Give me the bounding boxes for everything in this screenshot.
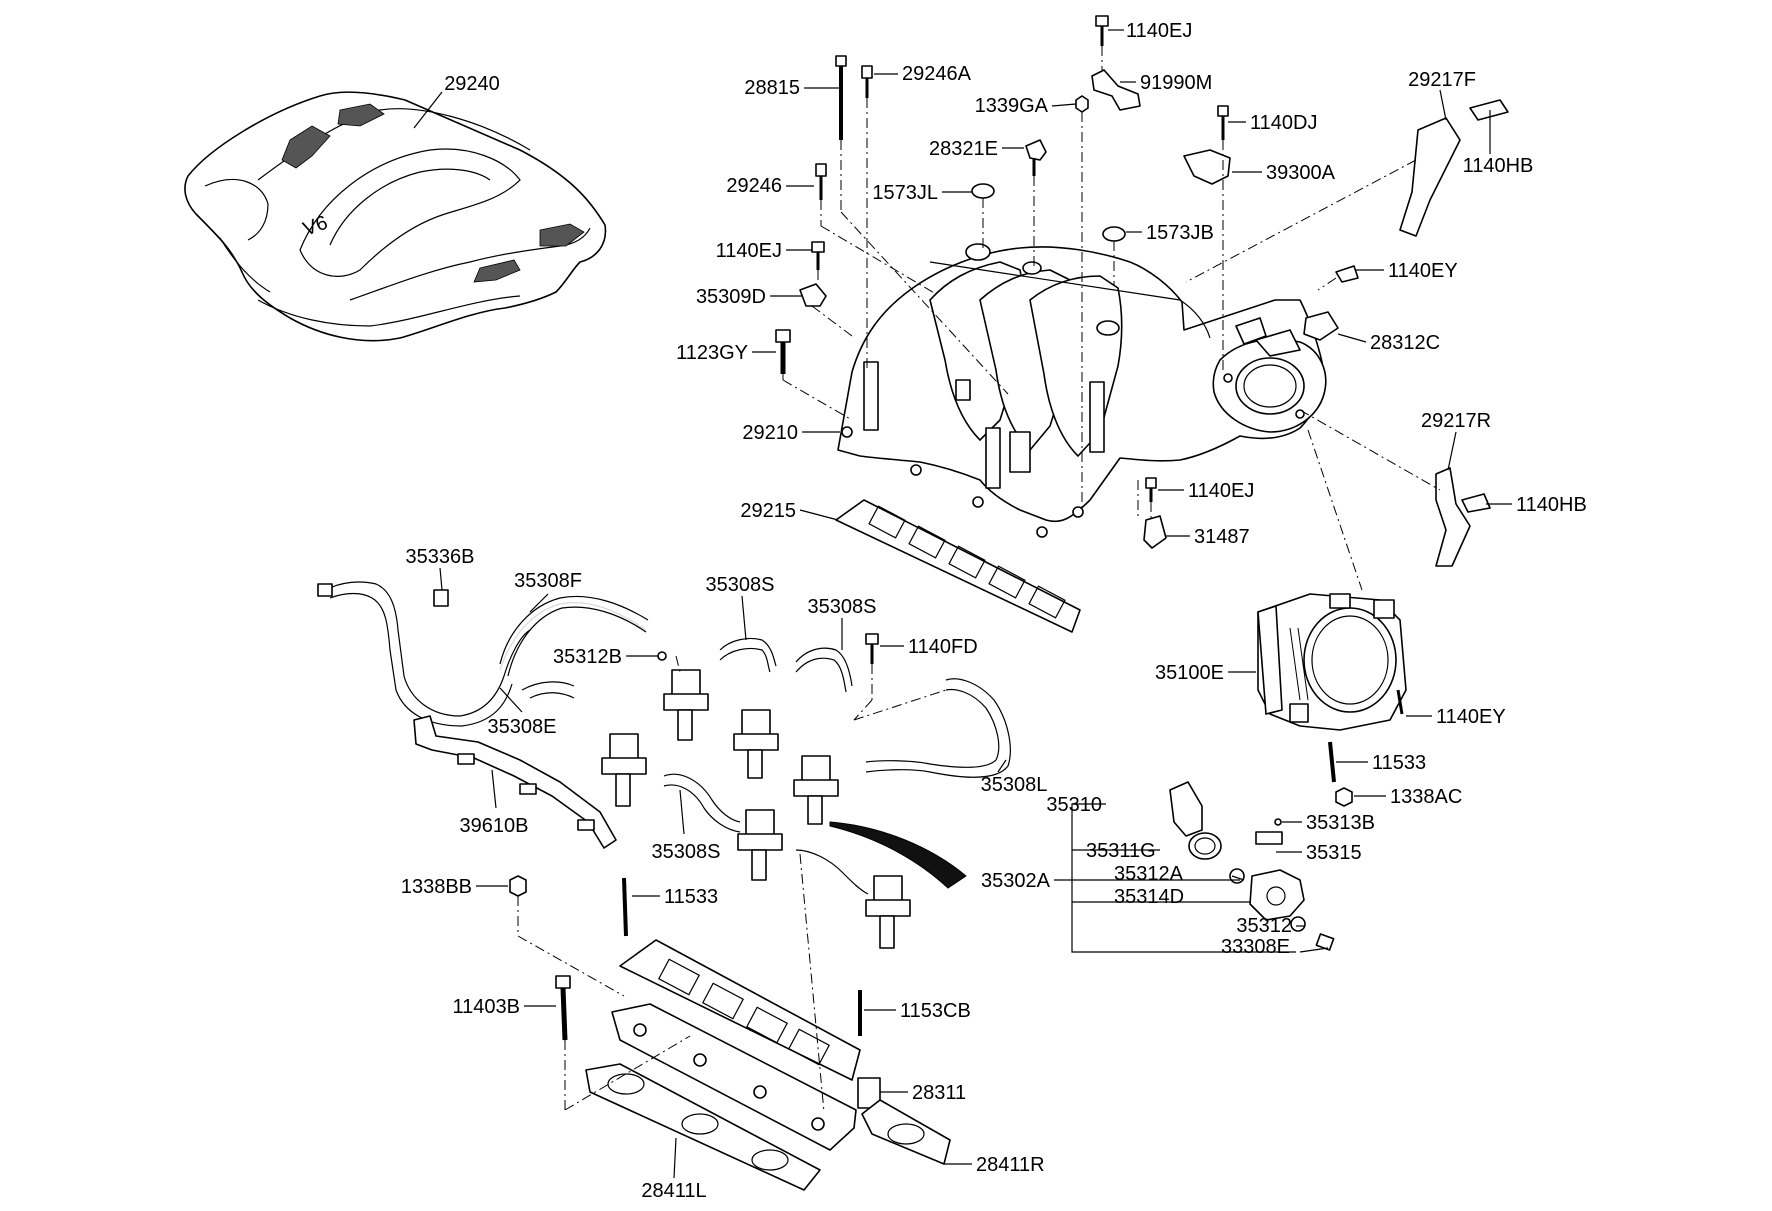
label-35308S-a: 35308S (706, 574, 775, 596)
injector-1 (663, 669, 709, 741)
label-1153CB: 1153CB (900, 1000, 971, 1022)
label-1140DJ: 1140DJ (1250, 112, 1317, 134)
label-35100E: 35100E (1155, 662, 1224, 684)
label-35302A: 35302A (981, 870, 1051, 892)
label-35310: 35310 (1046, 794, 1102, 816)
label-35314D: 35314D (1114, 886, 1184, 908)
label-31487: 31487 (1194, 526, 1250, 548)
label-29210: 29210 (742, 422, 798, 444)
label-28311: 28311 (912, 1082, 966, 1104)
label-1573JL: 1573JL (872, 182, 938, 204)
label-1140EJ-mid: 1140EJ (716, 240, 782, 262)
assembly-centerlines (517, 46, 1441, 1113)
label-1140EJ-top: 1140EJ (1126, 20, 1192, 42)
manifold-gasket-29215 (835, 499, 1081, 633)
throttle-body-35100E (1257, 593, 1407, 807)
label-1123GY: 1123GY (676, 342, 748, 364)
label-35308S-b: 35308S (808, 596, 877, 618)
label-35308L: 35308L (981, 774, 1048, 796)
engine-cover-29240: V6 (184, 91, 607, 342)
label-11403B: 11403B (453, 996, 520, 1018)
label-33308E: 33308E (1221, 936, 1290, 958)
label-35311G: 35311G (1086, 840, 1156, 862)
injector-3 (601, 733, 647, 807)
injector-6 (865, 875, 911, 949)
label-1140EY-low: 1140EY (1436, 706, 1506, 728)
label-39610B: 39610B (460, 815, 529, 837)
label-39300A: 39300A (1266, 162, 1336, 184)
label-35312B: 35312B (553, 646, 622, 668)
injector-5 (737, 809, 783, 881)
label-28815: 28815 (744, 77, 800, 99)
label-29246A: 29246A (902, 63, 972, 85)
label-1338BB: 1338BB (401, 876, 472, 898)
injector-4 (793, 755, 839, 825)
label-35309D: 35309D (696, 286, 766, 308)
label-35308S-c: 35308S (652, 841, 721, 863)
label-11533-left: 11533 (664, 886, 718, 908)
label-29215: 29215 (740, 500, 796, 522)
label-35312: 35312 (1236, 915, 1292, 937)
intake-manifold-29210 (837, 243, 1327, 538)
label-28411R: 28411R (976, 1154, 1045, 1176)
injector-2 (733, 709, 779, 779)
label-1338AC: 1338AC (1390, 786, 1462, 808)
label-29217R: 29217R (1421, 410, 1491, 432)
part-labels: 29240 28815 29246A 1140EJ 91990M 1339GA … (401, 20, 1587, 1202)
label-35308F: 35308F (514, 570, 582, 592)
label-35336B: 35336B (406, 546, 475, 568)
regulator-assembly (1054, 781, 1335, 953)
label-28411L: 28411L (641, 1180, 706, 1202)
label-1140HB-top: 1140HB (1463, 155, 1534, 177)
label-35315: 35315 (1306, 842, 1362, 864)
label-35308E: 35308E (488, 716, 557, 738)
lower-manifold (509, 875, 951, 1191)
fuel-lines-injectors (317, 581, 1011, 949)
label-29246: 29246 (726, 175, 782, 197)
leader-lines (413, 29, 1512, 1179)
label-1140FD: 1140FD (908, 636, 978, 658)
label-29217F: 29217F (1408, 69, 1476, 91)
label-28321E: 28321E (929, 138, 998, 160)
label-1140HB-low: 1140HB (1516, 494, 1587, 516)
label-35312A: 35312A (1114, 863, 1184, 885)
label-1140EJ-low: 1140EJ (1188, 480, 1254, 502)
label-11533-right: 11533 (1372, 752, 1426, 774)
fasteners-top (775, 15, 1509, 567)
label-1573JB: 1573JB (1146, 222, 1214, 244)
label-28312C: 28312C (1370, 332, 1440, 354)
label-1339GA: 1339GA (975, 95, 1049, 117)
label-91990M: 91990M (1140, 72, 1212, 94)
label-29240: 29240 (444, 73, 500, 95)
label-35313B: 35313B (1306, 812, 1375, 834)
label-1140EY-top: 1140EY (1388, 260, 1458, 282)
